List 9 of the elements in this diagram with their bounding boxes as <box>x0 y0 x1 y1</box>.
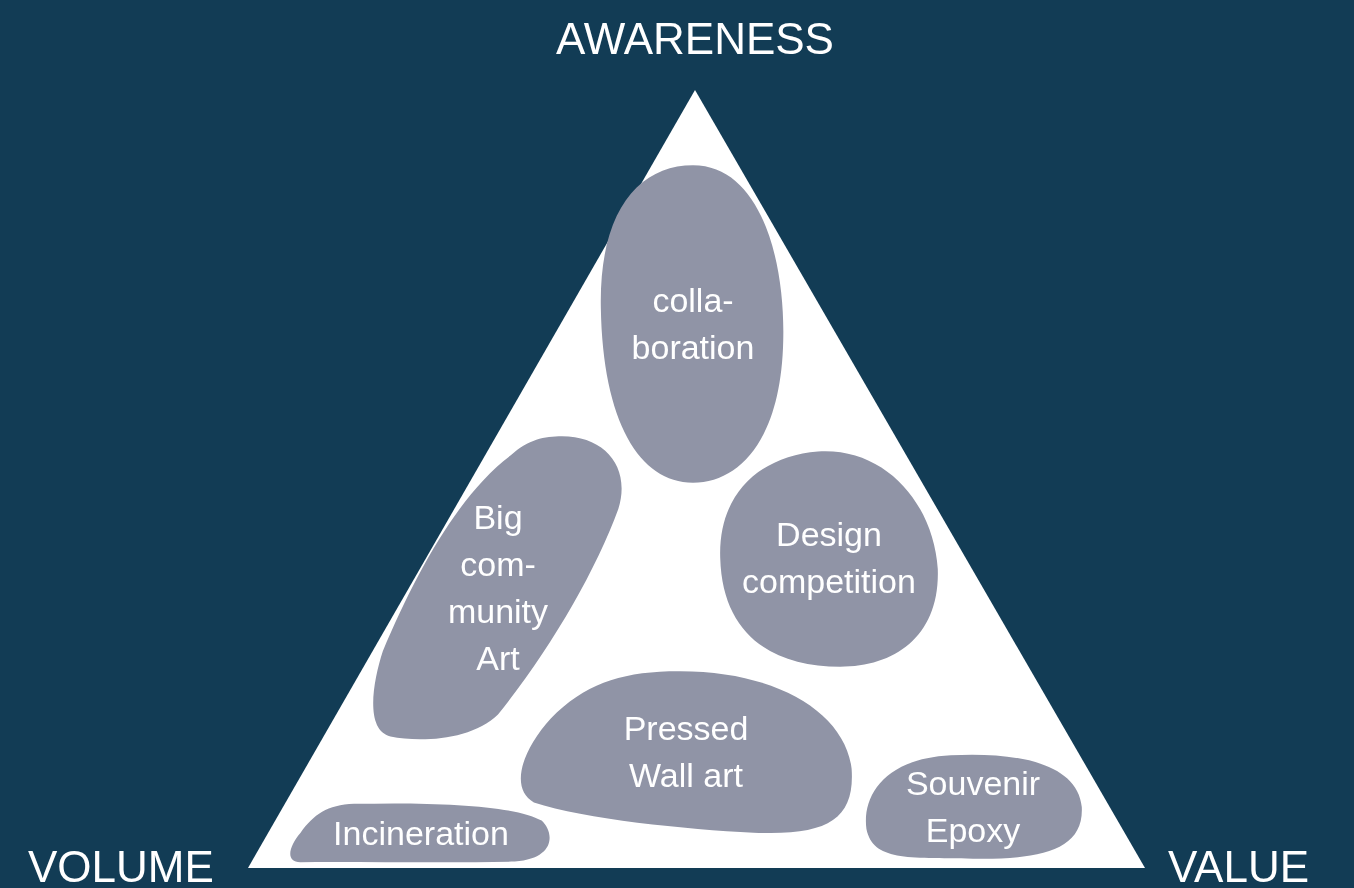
blob-label: Design competition <box>741 514 917 602</box>
axis-label: VOLUME <box>28 842 214 888</box>
axis-label: VALUE <box>1168 842 1310 888</box>
blob-label: Incineration <box>332 812 510 854</box>
axis-label: AWARENESS <box>556 14 834 64</box>
blob-label: Souvenir Epoxy <box>904 763 1042 851</box>
blob-label: colla- boration <box>630 280 756 368</box>
blob-label: Pressed Wall art <box>622 708 750 796</box>
blob-label: Big com- munity Art <box>446 497 550 679</box>
